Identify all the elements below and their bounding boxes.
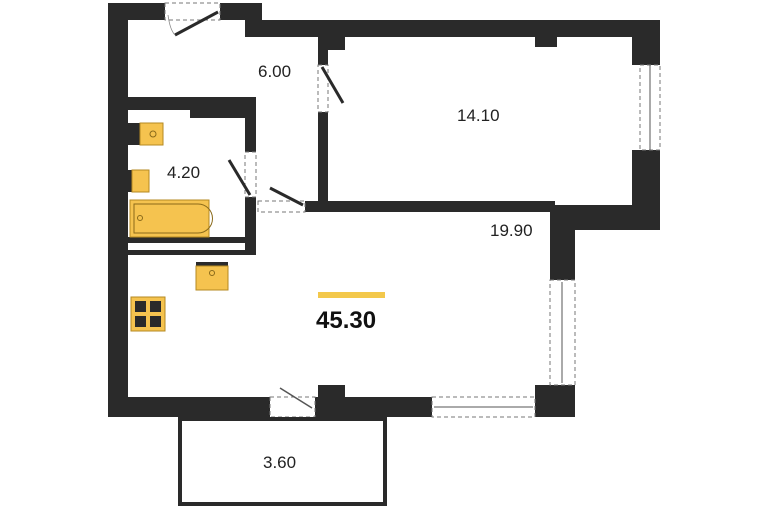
room-area-bedroom: 14.10 — [457, 106, 500, 125]
total-area-accent-bar — [318, 292, 385, 298]
room-area-living-kitchen: 19.90 — [490, 221, 533, 240]
bathroom-sink-icon — [131, 169, 150, 193]
room-area-hallway: 6.00 — [258, 62, 291, 81]
fixtures — [128, 122, 229, 332]
balcony-outline — [178, 417, 387, 506]
doors-windows — [164, 2, 661, 418]
total-area: 45.30 — [316, 307, 376, 334]
room-area-balcony: 3.60 — [263, 453, 296, 472]
walls — [108, 3, 660, 417]
kitchen-sink-icon — [195, 265, 229, 291]
room-area-bathroom: 4.20 — [167, 163, 200, 182]
toilet-tank — [128, 123, 140, 145]
bathtub-icon — [129, 199, 210, 238]
toilet-icon — [139, 122, 164, 146]
